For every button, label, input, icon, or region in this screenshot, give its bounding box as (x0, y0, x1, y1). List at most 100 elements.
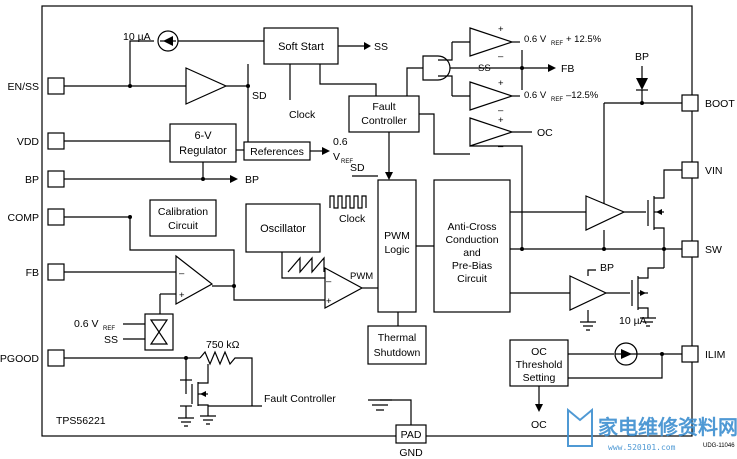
chip-outline (41, 5, 693, 437)
oscillator-label: Oscillator (260, 223, 306, 235)
ss-out-label: SS (374, 41, 388, 53)
pin-vin-label: VIN (705, 165, 723, 177)
comparator-high (469, 27, 514, 57)
comp-hi-suffix-label: + 12.5% (566, 34, 602, 45)
fault-controller-label-1: Fault (372, 101, 395, 113)
pin-sw-label: SW (705, 244, 722, 256)
anti-cross-label-5: Circuit (457, 273, 487, 285)
soft-start-block (263, 27, 339, 65)
regulator-label-1: 6-V (194, 130, 212, 142)
fault-controller-block (348, 95, 420, 133)
pin-comp-label: COMP (8, 212, 40, 224)
cmp-oc-plus: + (498, 115, 504, 126)
vref-label: V (333, 151, 340, 163)
pwm-logic-block (377, 179, 417, 313)
pin-bp: BP (25, 170, 65, 188)
thermal-label-1: Thermal (378, 332, 417, 344)
anti-cross-label-3: and (463, 247, 481, 259)
anti-cross-block (433, 179, 511, 313)
regulator-label-2: Regulator (179, 145, 227, 157)
calibration-label-1: Calibration (158, 206, 208, 218)
ground-symbol-pgood (178, 417, 194, 427)
pin-fb: FB (26, 263, 65, 281)
high-side-driver (585, 195, 626, 231)
ground-symbol-driver (580, 321, 596, 331)
pin-sw: SW (681, 240, 722, 258)
sd-pwm-label: SD (350, 162, 365, 174)
pwm-logic-label-2: Logic (384, 244, 409, 256)
pin-vdd: VDD (17, 132, 65, 150)
pin-pgood-label: PGOOD (0, 353, 39, 365)
watermark: 家电维修资料网 www.520101.com (567, 407, 737, 452)
pwm-plus: + (326, 296, 332, 307)
anti-cross-label-4: Pre-Bias (452, 260, 492, 272)
oc-threshold-label-3: Setting (523, 372, 556, 384)
clock-top-label: Clock (289, 109, 316, 121)
oscillator-block (245, 203, 321, 253)
oc-threshold-label-2: Threshold (516, 359, 563, 371)
watermark-url: www.520101.com (608, 443, 676, 452)
cmp-high-minus: – (498, 51, 504, 62)
pin-pgood: PGOOD (0, 349, 65, 367)
bp-top-label: BP (635, 51, 649, 63)
oc-label: OC (537, 127, 553, 139)
pin-boot-label: BOOT (705, 98, 735, 110)
pin-en-ss: EN/SS (7, 77, 65, 95)
pin-pad-label: PAD (401, 429, 422, 441)
regulator-block (169, 123, 237, 163)
comp-hi-label: 0.6 V (524, 34, 547, 45)
pwm-minus: – (326, 276, 332, 287)
watermark-text: 家电维修资料网 (598, 415, 737, 439)
pwm-comparator (324, 266, 364, 310)
cmp-low-minus: – (498, 105, 504, 116)
and-gate (422, 55, 451, 81)
comp-lo-suffix-label: –12.5% (566, 90, 599, 101)
pin-vdd-label: VDD (17, 136, 40, 148)
clock-waveform (329, 195, 367, 209)
resistor-label: 750 kΩ (206, 339, 240, 351)
ss-gate-label: SS (478, 63, 491, 74)
bp-lowside-label: BP (600, 262, 614, 274)
ref-06-label: 0.6 (333, 136, 348, 148)
ramp-waveform (287, 256, 325, 274)
pin-ilim: ILIM (681, 345, 725, 363)
references-label: References (250, 146, 304, 158)
pin-comp: COMP (8, 208, 65, 226)
low-side-driver (569, 275, 608, 311)
comp-lo-sub-label: REF (551, 97, 563, 103)
ea-plus: + (179, 290, 185, 301)
oc-threshold-label-1: OC (531, 346, 547, 358)
pin-fb-label: FB (26, 267, 39, 279)
calibration-label-2: Circuit (168, 220, 198, 232)
pin-vin: VIN (681, 161, 723, 179)
label-10ua-low: 10 µA (619, 315, 647, 327)
fault-controller-pg-label: Fault Controller (264, 393, 336, 405)
clock-label: Clock (339, 213, 366, 225)
cmp-low-plus: + (498, 78, 504, 89)
cmp-high-plus: + (498, 24, 504, 35)
pwm-logic-label-1: PWM (384, 230, 410, 242)
doc-code: UDG-11046 (703, 443, 735, 449)
pin-pad: PAD GND (395, 424, 427, 459)
oc-threshold-block (509, 339, 569, 387)
soft-start-label: Soft Start (278, 41, 324, 53)
anti-cross-label-1: Anti-Cross (447, 221, 496, 233)
pin-boot: BOOT (681, 94, 735, 112)
vref-sub-label: REF (341, 159, 353, 165)
ss-sel-label: SS (104, 334, 118, 346)
comp-hi-sub-label: REF (551, 41, 563, 47)
bp-top-diode (636, 78, 648, 90)
fb-out-label: FB (561, 63, 574, 75)
error-amplifier (175, 254, 214, 306)
chip-name: TPS56221 (56, 415, 106, 427)
fault-controller-label-2: Controller (361, 115, 407, 127)
anti-cross-label-2: Conduction (445, 234, 498, 246)
comparator-low (469, 81, 514, 111)
pwm-label: PWM (350, 271, 373, 282)
en-buffer (185, 67, 228, 105)
comparator-oc (469, 117, 514, 147)
pin-ilim-label: ILIM (705, 349, 725, 361)
ground-symbol-fet (640, 317, 656, 327)
ref-sel-label: 0.6 V (74, 318, 99, 330)
